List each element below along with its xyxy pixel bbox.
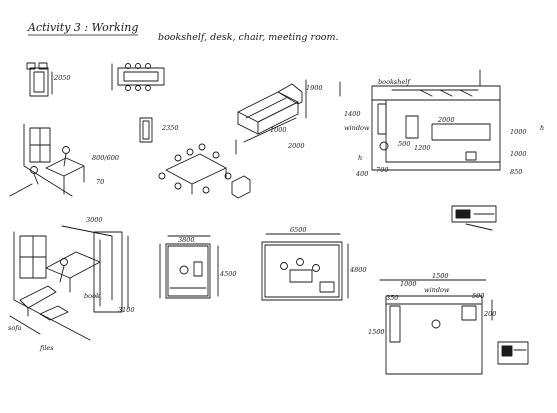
dim-a5: 2000	[287, 142, 305, 150]
dim-c1: 3800	[178, 236, 195, 244]
dim-f1: 1000	[400, 280, 417, 288]
label-sofa: sofa	[8, 324, 22, 332]
wall-detail	[451, 205, 497, 231]
dim-f3: 350	[386, 294, 398, 302]
office-plan-bottom	[379, 279, 493, 375]
dim-f6: 1500	[368, 328, 385, 336]
dim-a4: 1000	[270, 126, 287, 134]
dim-b1: 3000	[86, 216, 103, 224]
dim-a1: 2050	[53, 74, 71, 82]
label-files: files	[39, 344, 54, 352]
office-plan-large	[339, 69, 501, 171]
dim-f4: 500	[472, 292, 484, 300]
dim-e7: 1200	[414, 144, 431, 152]
home-office-sketch	[9, 225, 129, 341]
dim-a2: 2350	[161, 124, 179, 132]
bookshelf-axonometric	[237, 79, 307, 143]
dim-d2: 4800	[349, 266, 367, 274]
label-book: book	[84, 292, 100, 300]
dim-a3: 1900	[306, 84, 323, 92]
room-plan-small	[159, 235, 219, 299]
dim-b2: 3100	[118, 306, 135, 314]
wall-detail-bottom	[497, 341, 529, 365]
room-plan-large	[261, 233, 349, 301]
dim-e2: 2000	[437, 116, 455, 124]
meeting-room-axonometric	[139, 117, 251, 199]
dim-d1: 6500	[290, 226, 307, 234]
desk-plan-small	[26, 62, 53, 97]
meeting-table-plan	[111, 63, 165, 91]
label-window1: window	[344, 124, 370, 132]
dim-e4: 1000	[510, 150, 527, 158]
dim-c2: 4500	[219, 270, 237, 278]
dim-e6: 500	[398, 140, 410, 148]
label-window2: window	[424, 286, 450, 294]
dim-a7: 70	[96, 178, 104, 186]
sheet-title: Activity 3 : Working	[27, 21, 138, 34]
label-bookshelf: bookshelf	[378, 78, 411, 86]
sheet-subtitle: bookshelf, desk, chair, meeting room.	[158, 32, 339, 43]
dim-f5: 200	[483, 310, 496, 318]
dim-e8: 400	[355, 170, 368, 178]
dim-e9: 700	[376, 166, 388, 174]
label-h1: h	[358, 154, 362, 162]
office-corner-sketch	[9, 123, 85, 197]
label-h2: h	[540, 124, 544, 132]
dim-e5: 850	[510, 168, 522, 176]
dim-f2: 1500	[432, 272, 449, 280]
dim-e1: 1400	[344, 110, 361, 118]
dim-a6: 800/600	[92, 154, 119, 162]
dim-e3: 1000	[510, 128, 527, 136]
